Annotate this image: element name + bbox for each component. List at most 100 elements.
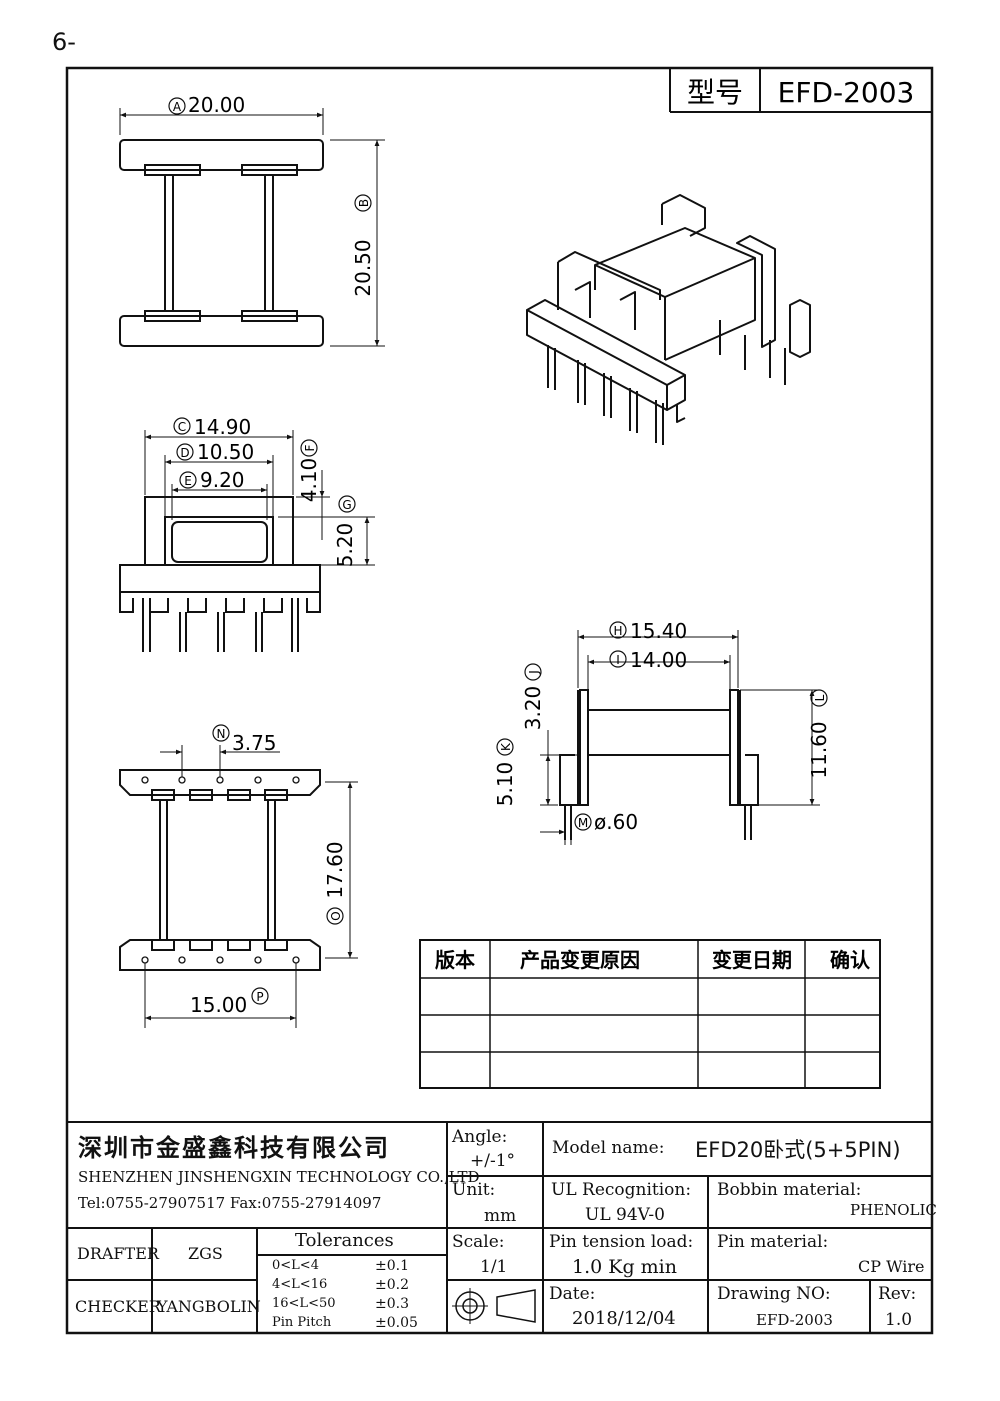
svg-text:D: D (180, 446, 189, 460)
svg-text:14.00: 14.00 (630, 648, 687, 672)
dim-a: A 20.00 (168, 93, 245, 117)
dim-g: G (338, 495, 356, 513)
tolerance-range: 16<L<50 (272, 1296, 336, 1311)
checker-label: CHECKER (75, 1297, 161, 1316)
svg-text:N: N (217, 727, 226, 741)
ul-recognition-label: UL Recognition: (551, 1180, 692, 1200)
model-label: 型号 (687, 76, 743, 109)
revision-table (419, 939, 881, 1089)
svg-text:I: I (616, 653, 620, 667)
rev-value: 1.0 (885, 1310, 913, 1330)
unit-value: mm (484, 1206, 517, 1226)
dim-d: D 10.50 (176, 440, 254, 464)
model-name-label: Model name: (552, 1138, 665, 1158)
svg-text:J: J (527, 670, 541, 675)
tolerance-range: 4<L<16 (272, 1277, 328, 1292)
svg-text:H: H (613, 624, 622, 638)
company-tel-fax: Tel:0755-27907517 Fax:0755-27914097 (78, 1194, 382, 1212)
dim-m: M ø.60 (574, 810, 638, 834)
sheet-border (65, 66, 934, 1335)
angle-value: +/-1° (470, 1151, 516, 1171)
company-name-cn: 深圳市金盛鑫科技有限公司 (78, 1134, 390, 1162)
dim-g-value: 5.20 (333, 523, 357, 568)
iso-view (526, 194, 811, 445)
pin-tension-value: 1.0 Kg min (572, 1256, 677, 1278)
svg-text:14.90: 14.90 (194, 415, 251, 439)
date-label: Date: (549, 1284, 596, 1304)
svg-text:3.20: 3.20 (521, 686, 545, 731)
svg-text:M: M (578, 816, 588, 830)
scale-label: Scale: (452, 1232, 505, 1252)
bottom-view (119, 745, 358, 1028)
svg-text:F: F (303, 444, 317, 451)
dim-p: 15.00 P (190, 987, 269, 1017)
tolerance-value: ±0.3 (375, 1296, 409, 1312)
svg-text:B: B (357, 199, 371, 207)
pin-material-label: Pin material: (717, 1232, 829, 1252)
svg-text:O: O (329, 911, 343, 920)
svg-text:20.00: 20.00 (188, 93, 245, 117)
page-number: 6- (52, 28, 76, 56)
dim-n: N 3.75 (212, 724, 277, 755)
drafter-name: ZGS (188, 1244, 223, 1263)
dim-j: 3.20 J (521, 663, 545, 731)
svg-text:版本: 版本 (435, 948, 475, 972)
svg-text:C: C (178, 420, 186, 434)
svg-text:5.10: 5.10 (493, 762, 517, 807)
rev-label: Rev: (878, 1284, 917, 1304)
svg-text:10.50: 10.50 (197, 440, 254, 464)
svg-text:4.10: 4.10 (297, 458, 321, 503)
svg-text:15.40: 15.40 (630, 619, 687, 643)
svg-text:3.75: 3.75 (232, 731, 277, 755)
bobbin-material-label: Bobbin material: (717, 1180, 862, 1200)
pin-tension-label: Pin tension load: (549, 1232, 694, 1252)
svg-text:20.50: 20.50 (351, 239, 375, 296)
scale-value: 1/1 (480, 1257, 508, 1277)
unit-label: Unit: (452, 1180, 496, 1200)
svg-text:ø.60: ø.60 (594, 810, 638, 834)
dim-i: I 14.00 (609, 648, 687, 672)
svg-text:15.00: 15.00 (190, 993, 247, 1017)
pin-material-value: CP Wire (858, 1257, 925, 1276)
tolerance-range: 0<L<4 (272, 1258, 319, 1273)
checker-name: YANGBOLIN (157, 1297, 261, 1316)
dim-b: 20.50 B (351, 194, 375, 297)
svg-text:L: L (813, 694, 827, 701)
model-header-box: 型号 EFD-2003 (669, 68, 932, 113)
tolerance-value: ±0.1 (375, 1258, 409, 1274)
svg-text:9.20: 9.20 (200, 468, 245, 492)
tolerance-value: ±0.2 (375, 1277, 409, 1293)
dim-l: 11.60 L (807, 689, 831, 779)
bobbin-material-value: PHENOLIC (850, 1201, 937, 1219)
svg-text:G: G (342, 498, 351, 512)
svg-text:A: A (173, 100, 182, 114)
svg-text:11.60: 11.60 (807, 721, 831, 778)
drawing-no-label: Drawing NO: (717, 1284, 831, 1304)
dim-f: 4.10 F (297, 439, 321, 503)
ul-recognition-value: UL 94V-0 (585, 1205, 665, 1225)
svg-text:产品变更原因: 产品变更原因 (520, 948, 640, 972)
svg-text:K: K (499, 742, 513, 751)
dim-k: 5.10 K (493, 738, 517, 807)
svg-text:确认: 确认 (830, 948, 871, 972)
front-view (119, 430, 375, 652)
side-view (540, 630, 820, 845)
svg-text:5.20: 5.20 (333, 523, 357, 568)
tolerance-range: Pin Pitch (272, 1315, 332, 1330)
drawing-no-value: EFD-2003 (756, 1311, 833, 1329)
dim-c: C 14.90 (173, 415, 251, 439)
title-block-grid (67, 1121, 932, 1333)
tolerances-label: Tolerances (295, 1230, 394, 1251)
svg-text:E: E (184, 474, 192, 488)
angle-label: Angle: (452, 1127, 508, 1147)
svg-text:变更日期: 变更日期 (712, 948, 792, 972)
top-view (119, 108, 385, 347)
model-value: EFD-2003 (778, 76, 915, 109)
dim-h: H 15.40 (609, 619, 687, 643)
drafter-label: DRAFTER (77, 1244, 159, 1263)
model-name-value: EFD20卧式(5+5PIN) (695, 1138, 901, 1162)
date-value: 2018/12/04 (572, 1308, 676, 1329)
svg-text:17.60: 17.60 (323, 841, 347, 898)
svg-text:P: P (256, 990, 263, 1004)
